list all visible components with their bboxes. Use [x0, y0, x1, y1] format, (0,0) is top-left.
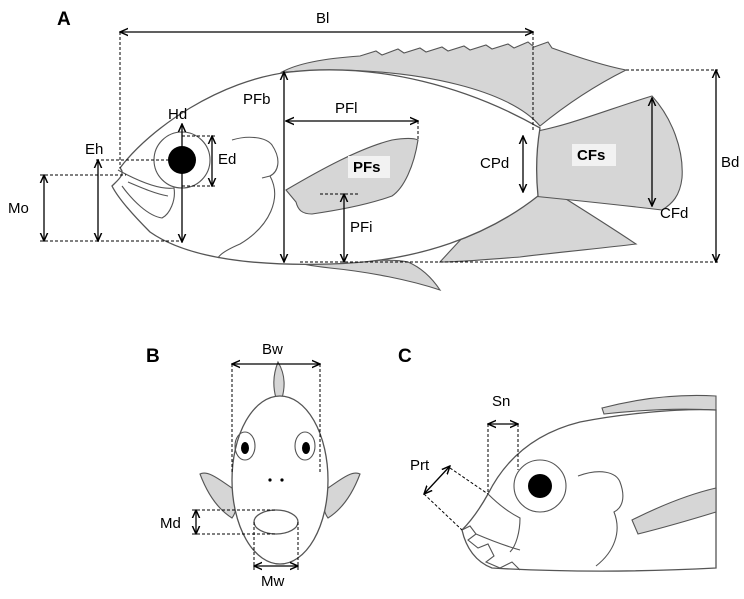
c-head-outline	[462, 410, 716, 571]
ed-label: Ed	[218, 151, 236, 168]
panel-a-letter: A	[57, 9, 71, 30]
mo-label: Mo	[8, 200, 29, 217]
mw-label: Mw	[261, 573, 284, 590]
right-pectoral-fin	[324, 473, 361, 518]
panel-a: A PFs CFs Bl Bd	[8, 9, 739, 290]
prt-top-guide	[450, 468, 488, 494]
right-eye-pupil	[302, 442, 310, 454]
cpd-label: CPd	[480, 155, 509, 172]
head-dorsal-view	[232, 396, 328, 564]
pfs-label: PFs	[353, 159, 381, 176]
left-eye-pupil	[241, 442, 249, 454]
hd-label: Hd	[168, 106, 187, 123]
md-label: Md	[160, 515, 181, 532]
mouth	[254, 510, 298, 534]
left-pectoral-fin	[200, 473, 237, 518]
sn-label: Sn	[492, 393, 510, 410]
bl-label: Bl	[316, 10, 329, 27]
dorsal-fin-top	[274, 362, 284, 398]
panel-b: B Bw Md Mw	[146, 341, 360, 590]
left-nostril	[268, 478, 271, 481]
pfl-label: PFl	[335, 100, 358, 117]
prt-bottom-guide	[424, 494, 462, 530]
cfd-label: CFd	[660, 205, 688, 222]
pfb-label: PFb	[243, 91, 271, 108]
panel-c-letter: C	[398, 346, 412, 367]
bw-label: Bw	[262, 341, 283, 358]
panel-c: C Sn Prt	[398, 346, 716, 571]
cfs-label: CFs	[577, 147, 605, 164]
prt-label: Prt	[410, 457, 430, 474]
pfi-label: PFi	[350, 219, 373, 236]
right-nostril	[280, 478, 283, 481]
panel-b-letter: B	[146, 346, 160, 367]
c-eye-pupil	[528, 474, 552, 498]
eh-label: Eh	[85, 141, 103, 158]
bd-label: Bd	[721, 154, 739, 171]
